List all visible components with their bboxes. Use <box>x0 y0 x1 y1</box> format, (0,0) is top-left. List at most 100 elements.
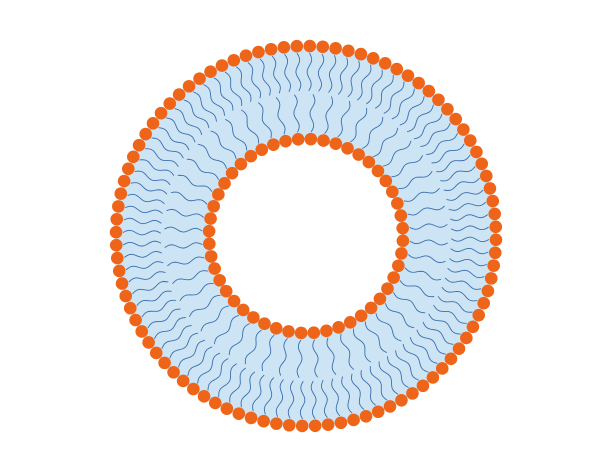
outer-lipid-tail <box>154 317 186 339</box>
inner-lipid-tail <box>309 94 316 133</box>
outer-lipid-tail <box>183 99 210 129</box>
inner-lipid-tail <box>375 312 402 342</box>
inner-head-group <box>204 250 218 263</box>
outer-lipid-tail <box>252 374 265 412</box>
outer-head-group <box>488 246 502 260</box>
outer-lipid-tail <box>399 96 425 126</box>
inner-head-group <box>267 138 280 151</box>
inner-head-group <box>341 142 354 155</box>
inner-lipid-tail <box>179 283 214 301</box>
outer-lipid-tail <box>450 247 489 255</box>
outer-lipid-tail <box>387 356 409 388</box>
outer-head-group <box>149 346 163 360</box>
outer-head-group <box>383 400 397 413</box>
outer-head-group <box>187 382 200 396</box>
inner-lipid-tail <box>177 174 213 192</box>
outer-head-group <box>129 313 142 327</box>
outer-head-group <box>112 200 125 213</box>
inner-lipid-tail <box>200 305 230 332</box>
outer-head-group <box>142 336 155 349</box>
inner-lipid-tail <box>296 339 303 378</box>
outer-head-group <box>483 182 497 195</box>
inner-lipid-tail <box>278 338 288 376</box>
outer-lipid-tail <box>402 343 429 373</box>
inner-lipid-tail <box>244 329 262 365</box>
outer-head-group <box>163 97 177 110</box>
inner-head-group <box>255 143 269 156</box>
inner-lipid-tail <box>186 158 219 180</box>
outer-head-group <box>432 93 445 107</box>
outer-head-group <box>109 238 123 252</box>
outer-lipid-tail <box>395 350 419 381</box>
outer-head-group <box>441 102 454 116</box>
outer-lipid-tail <box>440 166 476 182</box>
outer-head-group <box>354 47 368 61</box>
outer-head-group <box>197 390 211 403</box>
outer-lipid-tail <box>151 137 184 159</box>
outer-lipid-tail <box>426 133 458 155</box>
inner-lipid-tail <box>407 205 445 216</box>
outer-lipid-tail <box>369 366 388 401</box>
inner-head-group <box>332 321 345 334</box>
outer-lipid-tail <box>287 380 295 419</box>
outer-head-group <box>110 251 124 265</box>
inner-head-group <box>247 311 260 324</box>
outer-head-group <box>334 416 348 430</box>
inner-lipid-tail <box>393 292 426 314</box>
outer-lipid-tail <box>351 373 365 410</box>
outer-head-group <box>359 409 373 423</box>
outer-head-group <box>277 40 291 54</box>
inner-lipid-tail <box>340 333 354 370</box>
outer-head-group <box>282 418 296 432</box>
outer-lipid-tail <box>218 363 237 397</box>
outer-head-group <box>257 414 270 428</box>
outer-head-group <box>290 39 304 53</box>
outer-head-group <box>444 352 458 366</box>
outer-head-group <box>139 127 152 141</box>
outer-lipid-tail <box>187 346 213 376</box>
outer-head-group <box>264 42 278 56</box>
outer-lipid-tail <box>178 339 206 368</box>
outer-head-group <box>132 138 146 152</box>
inner-head-group <box>218 177 231 190</box>
inner-head-group <box>395 247 408 260</box>
outer-lipid-tail <box>416 329 446 355</box>
inner-head-group <box>219 284 233 298</box>
outer-lipid-tail <box>422 321 454 345</box>
outer-lipid-tail <box>123 217 162 225</box>
outer-head-group <box>158 356 171 370</box>
outer-lipid-tail <box>413 113 443 140</box>
outer-lipid-tail <box>229 367 246 403</box>
outer-lipid-tail <box>147 308 181 329</box>
outer-lipid-tail <box>451 236 490 243</box>
outer-head-group <box>390 62 404 76</box>
outer-lipid-tail <box>433 305 467 324</box>
inner-lipid-tail <box>258 102 272 139</box>
inner-lipid-tail <box>350 107 368 143</box>
outer-head-group <box>117 174 131 188</box>
outer-lipid-tail <box>247 62 261 99</box>
outer-lipid-tail <box>158 127 190 151</box>
outer-lipid-tail <box>447 268 485 279</box>
outer-lipid-tail <box>207 358 229 391</box>
outer-head-group <box>487 259 500 272</box>
outer-lipid-tail <box>236 66 252 102</box>
outer-lipid-tail <box>360 370 376 406</box>
outer-lipid-tail <box>450 214 488 222</box>
outer-lipid-tail <box>406 104 434 133</box>
outer-head-group <box>457 123 470 136</box>
inner-head-group <box>244 149 258 163</box>
outer-lipid-tail <box>193 91 217 122</box>
outer-head-group <box>395 393 408 407</box>
outer-lipid-tail <box>441 287 478 302</box>
inner-lipid-tail <box>408 254 446 264</box>
outer-head-group <box>239 49 253 63</box>
outer-head-group <box>484 272 498 285</box>
outer-head-group <box>463 134 477 147</box>
inner-lipid-tail <box>337 100 351 138</box>
inner-lipid-tail <box>164 242 203 249</box>
inner-head-group <box>364 301 378 315</box>
outer-lipid-tail <box>448 201 487 211</box>
inner-leaflet-heads <box>202 132 410 340</box>
inner-head-group <box>396 234 410 248</box>
